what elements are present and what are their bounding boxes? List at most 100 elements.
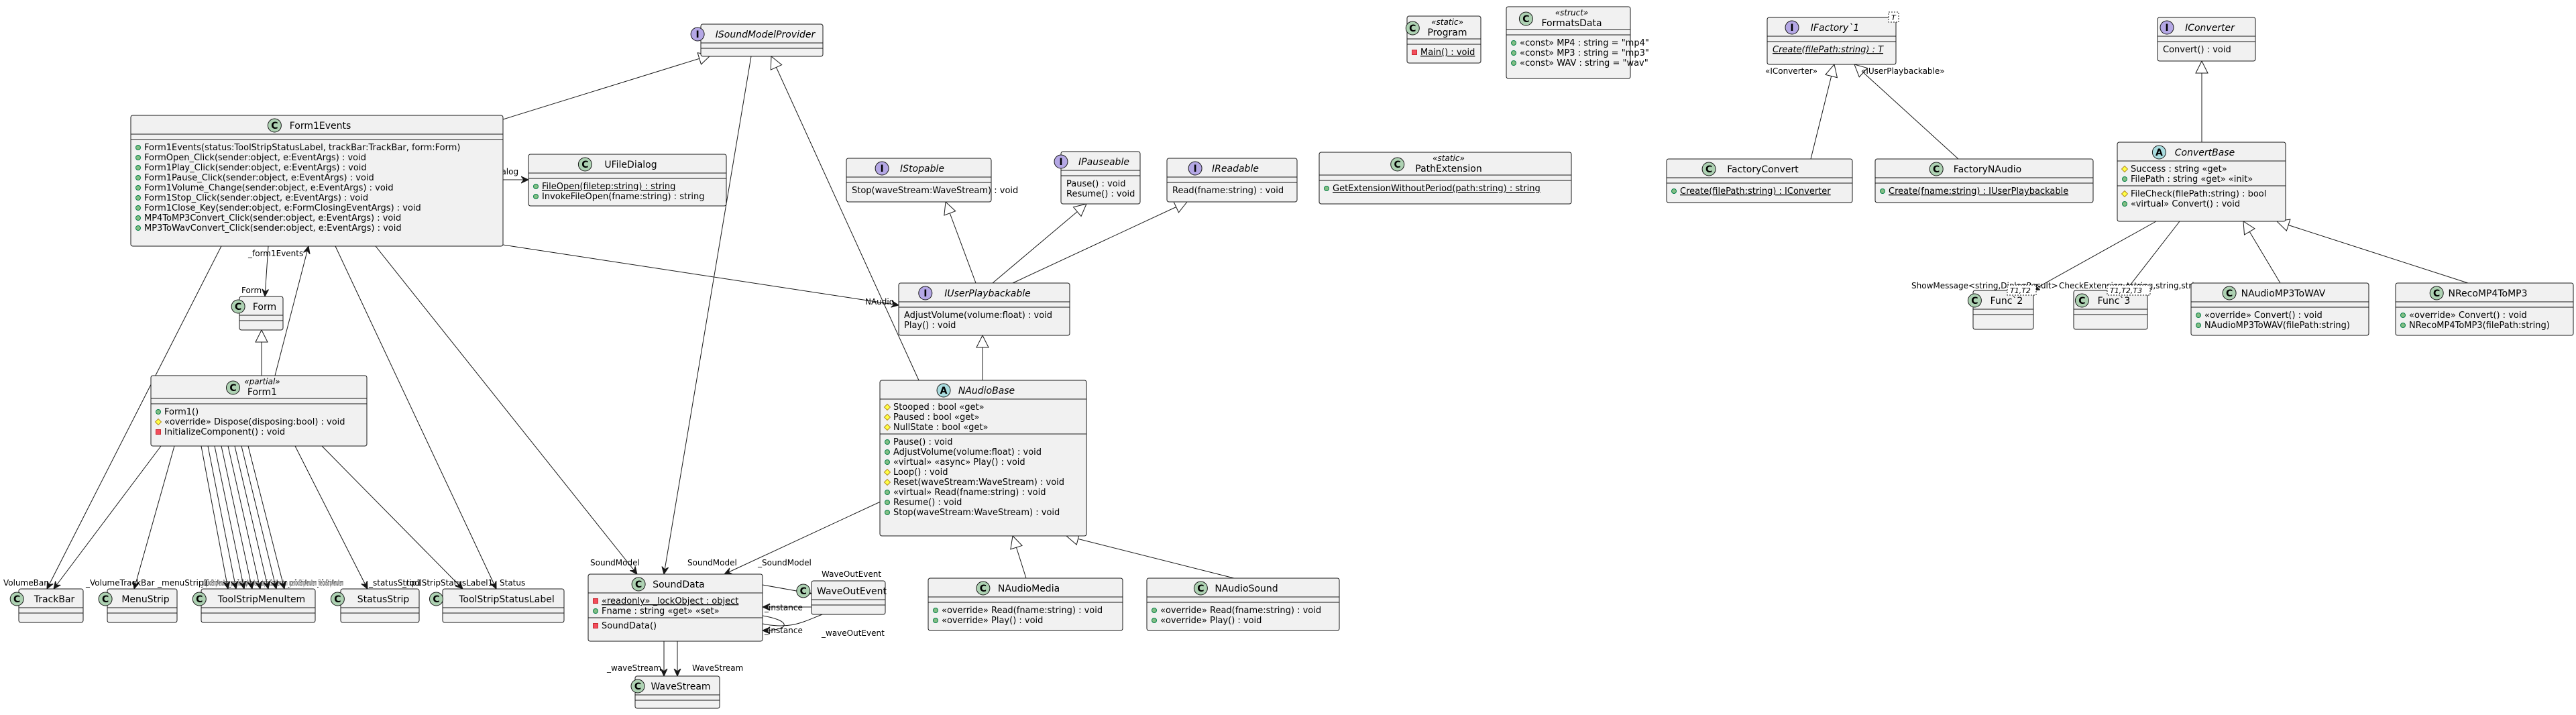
class-kind-letter: I: [880, 164, 883, 174]
class-member: «const» WAV : string = "wav": [1520, 58, 1648, 68]
association-edge: [274, 246, 309, 376]
class-box: [1060, 151, 1141, 205]
public-visibility-icon: [156, 409, 161, 415]
class-circle-icon: [630, 679, 645, 694]
class-kind-letter: C: [334, 594, 341, 605]
class-member: Paused : bool «get»: [893, 412, 979, 423]
class-member: NRecoMP4ToMP3(filePath:string): [2409, 321, 2550, 331]
class-kind-letter: C: [1197, 584, 1204, 594]
class-box: [528, 154, 727, 207]
class-member: «override» Dispose(disposing:bool) : voi…: [164, 417, 345, 427]
class-member: Create(fname:string) : IUserPlaybackable: [1889, 186, 2068, 197]
class-member: Stooped : bool «get»: [893, 402, 985, 412]
class-member: «override» Read(fname:string) : void: [942, 606, 1103, 616]
association-edge: [221, 445, 252, 589]
private-visibility-icon: [1412, 50, 1417, 55]
class-kind-letter: C: [1409, 23, 1416, 34]
class-box: [1406, 15, 1481, 64]
class-kind-letter: C: [1705, 164, 1712, 175]
class-circle-icon: [1518, 11, 1533, 26]
class-name: IConverter: [2185, 23, 2235, 34]
class-kind-letter: C: [433, 594, 439, 605]
class-member: Pause() : void: [893, 437, 953, 447]
class-kind-letter: C: [13, 594, 20, 605]
class-member: GetExtensionWithoutPeriod(path:string) :…: [1333, 184, 1541, 194]
edge-label-l-woe2: _waveOutEvent: [821, 628, 885, 638]
inheritance-edge: [2277, 221, 2469, 284]
class-stereotype: «partial»: [244, 377, 280, 386]
class-kind-letter: C: [235, 302, 241, 313]
class-circle-icon: [330, 592, 345, 606]
association-edge: [214, 445, 244, 589]
class-kind-letter: C: [229, 383, 236, 394]
public-visibility-icon: [885, 439, 890, 445]
class-member: NullState : bool «get»: [893, 423, 988, 433]
public-visibility-icon: [1152, 608, 1157, 613]
public-visibility-icon: [885, 500, 890, 505]
class-member: InitializeComponent() : void: [164, 427, 285, 437]
class-member: MP4ToMP3Convert_Click(sender:object, e:E…: [144, 213, 401, 223]
class-member: Create(filePath:string) : IConverter: [1680, 186, 1831, 197]
class-member: Fname : string «get» «set»: [602, 606, 720, 616]
public-visibility-icon: [135, 155, 141, 160]
protected-visibility-icon: [883, 423, 891, 431]
edge-label-l-iconv: «IConverter»: [1765, 66, 1817, 76]
edge-label-l-iup: «IUserPlaybackable»: [1861, 66, 1945, 76]
class-stereotype: «static»: [1433, 154, 1465, 163]
public-visibility-icon: [885, 449, 890, 455]
class-circle-icon: [9, 592, 24, 606]
class-name: NAudioMedia: [998, 584, 1060, 594]
class-member: InvokeFileOpen(fname:string) : string: [542, 192, 705, 202]
class-kind-letter: C: [1394, 160, 1401, 170]
class-member: NAudioMP3ToWAV(filePath:string): [2204, 321, 2350, 331]
public-visibility-icon: [1511, 50, 1516, 56]
public-visibility-icon: [885, 510, 890, 515]
class-name: SoundData: [653, 580, 705, 590]
class-kind-letter: C: [1971, 296, 1978, 307]
class-kind-letter: A: [940, 386, 948, 396]
public-visibility-icon: [533, 184, 539, 189]
association-edge: [335, 245, 496, 589]
class-member: «readonly» _lockObject : object: [602, 596, 738, 606]
inheritance-edge: [1854, 64, 1959, 160]
class-box: [811, 580, 886, 615]
relationship-edges: [47, 55, 2469, 676]
public-visibility-icon: [1671, 188, 1677, 194]
class-name: FactoryNAudio: [1954, 164, 2021, 175]
class-circle-icon: [796, 584, 811, 598]
class-name: FormatsData: [1541, 18, 1602, 29]
class-circle-icon: [231, 299, 245, 314]
inheritance-edge: [1013, 536, 1027, 579]
public-visibility-icon: [135, 225, 141, 231]
public-visibility-icon: [1511, 40, 1516, 46]
class-member: Form1Pause_Click(sender:object, e:EventA…: [144, 173, 374, 183]
class-name: ToolStripStatusLabel: [458, 594, 554, 605]
class-member: Form1Events(status:ToolStripStatusLabel,…: [144, 143, 461, 153]
class-box: [1972, 290, 2034, 330]
class-box: [898, 282, 1070, 336]
public-visibility-icon: [135, 175, 141, 180]
class-member: Main() : void: [1420, 48, 1475, 58]
class-name: IFactory`1: [1811, 23, 1859, 34]
inheritance-edge: [1012, 202, 1187, 284]
class-member: Success : string «get»: [2131, 164, 2227, 174]
class-circle-icon: [192, 592, 207, 606]
edge-label-l-inst1: _instance: [764, 603, 803, 612]
association-edge: [2032, 221, 2157, 290]
class-circle-icon: [1193, 581, 1208, 596]
class-member: AdjustVolume(volume:float) : void: [904, 311, 1052, 321]
class-kind-letter: C: [2433, 288, 2440, 299]
inheritance-edge: [992, 204, 1086, 284]
class-box: [879, 380, 1087, 537]
interface-circle-icon: [690, 27, 705, 42]
class-circle-icon: [1390, 157, 1405, 172]
